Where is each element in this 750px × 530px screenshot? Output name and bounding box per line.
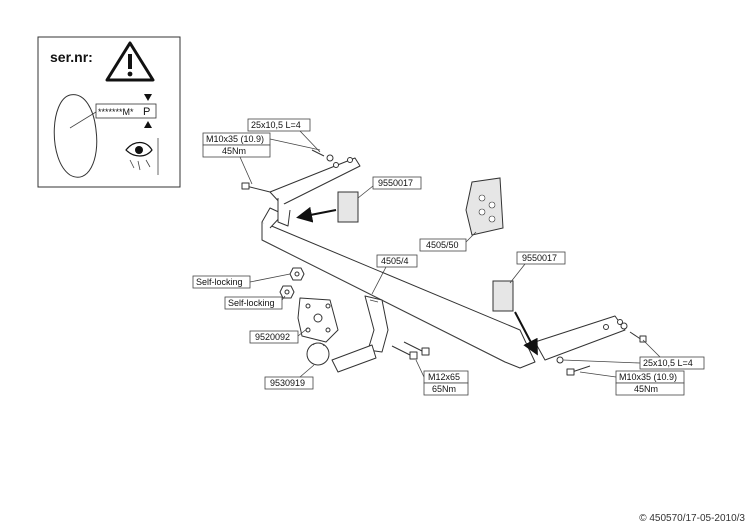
svg-text:Self-locking: Self-locking [196, 277, 243, 287]
center-mounting-bracket [364, 295, 389, 353]
svg-text:M10x35 (10.9): M10x35 (10.9) [619, 372, 677, 382]
copyright-footer: © 450570/17-05-2010/3 [639, 513, 745, 524]
label-9530919: 9530919 [264, 364, 315, 390]
serial-warning-panel: ser.nr: *******M* P [37, 36, 181, 188]
label-9550017-right: 9550017 [509, 251, 566, 284]
svg-text:9530919: 9530919 [270, 378, 305, 388]
label-4505-4: 4505/4 [371, 254, 418, 295]
label-9520092: 9520092 [249, 327, 309, 344]
socket-plate [297, 297, 339, 343]
spacer-block-right [492, 280, 514, 312]
instruction-card [465, 177, 504, 236]
label-self-locking-1: Self-locking [192, 273, 291, 289]
svg-text:25x10,5 L=4: 25x10,5 L=4 [643, 358, 693, 368]
svg-text:M12x65: M12x65 [428, 372, 460, 382]
svg-text:9520092: 9520092 [255, 332, 290, 342]
top-left-fasteners [241, 149, 334, 193]
label-4505-50: 4505/50 [419, 231, 477, 252]
arrow-left-spacer [296, 206, 337, 223]
hitch-plate-illustration: *******M* P [53, 94, 157, 178]
svg-text:9550017: 9550017 [522, 253, 557, 263]
label-m12-bolts: M12x65 65Nm [415, 359, 469, 396]
arrow-right-spacer [514, 311, 538, 356]
plate-stars: *******M* [98, 107, 134, 117]
label-9550017-left: 9550017 [357, 176, 422, 199]
svg-text:25x10,5 L=4: 25x10,5 L=4 [251, 120, 301, 130]
bolts-m12 [391, 341, 430, 360]
right-side-bracket [534, 315, 626, 361]
towbar-crossbar [261, 207, 536, 369]
tow-ball [306, 342, 377, 373]
label-bolt-top-left: 25x10,5 L=4 M10x35 (10.9) 45Nm [202, 118, 321, 185]
svg-text:45Nm: 45Nm [222, 146, 246, 156]
svg-text:Self-locking: Self-locking [228, 298, 275, 308]
svg-text:65Nm: 65Nm [432, 384, 456, 394]
left-side-bracket [269, 157, 361, 227]
serial-label: ser.nr: [50, 49, 93, 65]
self-locking-nuts [279, 267, 305, 299]
svg-text:M10x35 (10.9): M10x35 (10.9) [206, 134, 264, 144]
label-bolt-right: 25x10,5 L=4 M10x35 (10.9) 45Nm [562, 339, 705, 396]
warning-triangle-icon [105, 41, 155, 82]
svg-text:9550017: 9550017 [378, 178, 413, 188]
svg-text:45Nm: 45Nm [634, 384, 658, 394]
spacer-block-left [337, 191, 359, 223]
plate-letter: P [143, 106, 150, 118]
svg-text:4505/50: 4505/50 [426, 240, 459, 250]
eye-icon [125, 138, 159, 175]
label-self-locking-2: Self-locking [224, 295, 286, 310]
svg-text:4505/4: 4505/4 [381, 256, 409, 266]
